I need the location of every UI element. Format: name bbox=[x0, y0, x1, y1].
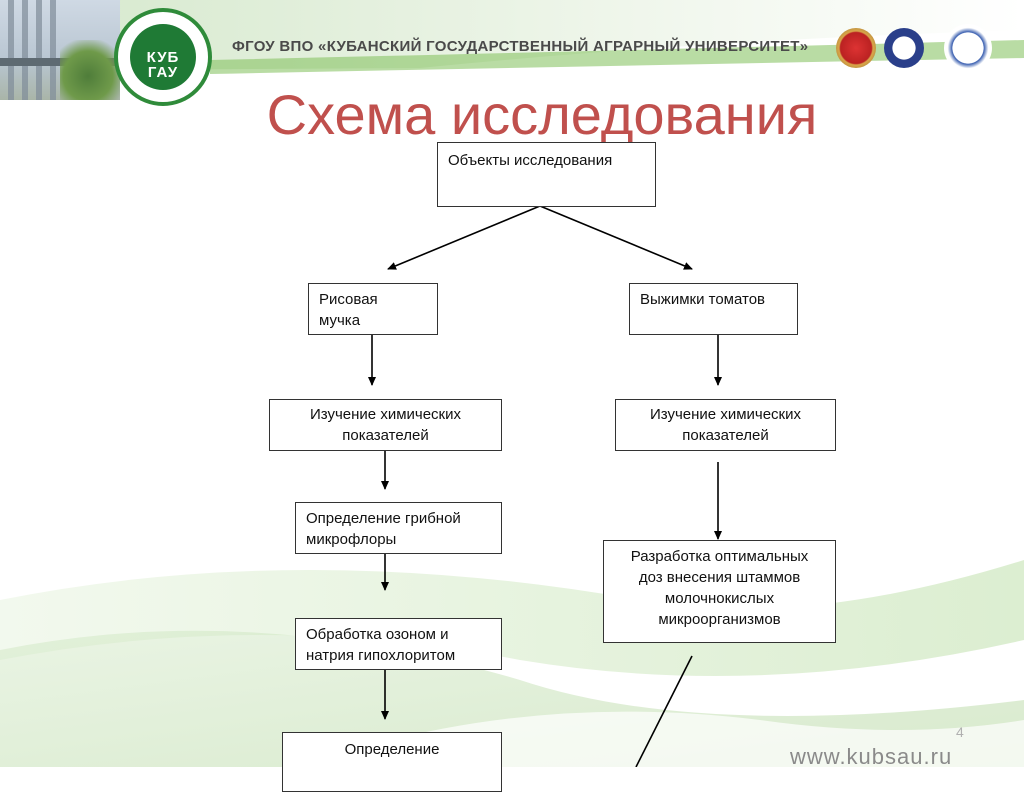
left-step-4-line-1: Определение bbox=[344, 741, 440, 758]
right-step-2-line-1: Разработка оптимальных bbox=[630, 548, 809, 565]
inet-badge-icon bbox=[884, 28, 924, 68]
left-step-4-box: Определение bbox=[282, 732, 502, 792]
diagram-connectors bbox=[368, 205, 722, 767]
left-object-box: Рисовая мучка bbox=[308, 283, 438, 335]
left-step-2-line-1: Определение грибной bbox=[306, 510, 461, 527]
right-step-2-line-4: микроорганизмов bbox=[658, 611, 781, 628]
right-object-line-1: Выжимки томатов bbox=[640, 291, 766, 308]
university-logo: КУБ ГАУ bbox=[114, 8, 212, 106]
left-object-line-1: Рисовая bbox=[319, 291, 378, 308]
right-step-1-line-1: Изучение химических bbox=[650, 406, 801, 423]
left-step-3-line-1: Обработка озоном и bbox=[306, 626, 449, 643]
right-step-2-line-3: молочнокислых bbox=[664, 590, 775, 607]
page-number: 4 bbox=[956, 724, 964, 740]
left-object-line-2: мучка bbox=[319, 312, 361, 329]
right-step-2-box: Разработка оптимальных доз внесения штам… bbox=[603, 540, 836, 643]
logo-text: КУБ ГАУ bbox=[146, 49, 180, 81]
right-step-2-line-2: доз внесения штаммов bbox=[638, 569, 801, 586]
campus-building-photo bbox=[0, 0, 120, 100]
education-badge-icon bbox=[944, 24, 992, 72]
left-step-2-line-2: микрофлоры bbox=[306, 531, 397, 548]
root-box: Объекты исследования bbox=[437, 142, 656, 207]
right-step-1-line-2: показателей bbox=[682, 427, 769, 444]
arrow-root-to-left bbox=[387, 205, 541, 270]
ussr-medal-icon bbox=[836, 28, 876, 68]
left-step-1-line-2: показателей bbox=[342, 427, 429, 444]
left-step-1-line-1: Изучение химических bbox=[310, 406, 461, 423]
left-step-2-box: Определение грибной микрофлоры bbox=[295, 502, 502, 554]
university-name: ФГОУ ВПО «КУБАНСКИЙ ГОСУДАРСТВЕННЫЙ АГРА… bbox=[232, 38, 809, 55]
footer-url: www.kubsau.ru bbox=[790, 744, 953, 769]
page-title: Схема исследования bbox=[266, 83, 818, 146]
left-step-3-box: Обработка озоном и натрия гипохлоритом bbox=[295, 618, 502, 670]
header-banner: КУБ ГАУ ФГОУ ВПО «КУБАНСКИЙ ГОСУДАРСТВЕН… bbox=[0, 0, 1024, 106]
left-step-3-line-2: натрия гипохлоритом bbox=[306, 647, 456, 664]
left-step-1-box: Изучение химических показателей bbox=[269, 399, 502, 451]
right-object-box: Выжимки томатов bbox=[629, 283, 798, 335]
right-step-1-box: Изучение химических показателей bbox=[615, 399, 836, 451]
root-label: Объекты исследования bbox=[448, 152, 613, 169]
arrow-root-to-right bbox=[539, 205, 693, 270]
line-right-continuation bbox=[635, 655, 693, 767]
